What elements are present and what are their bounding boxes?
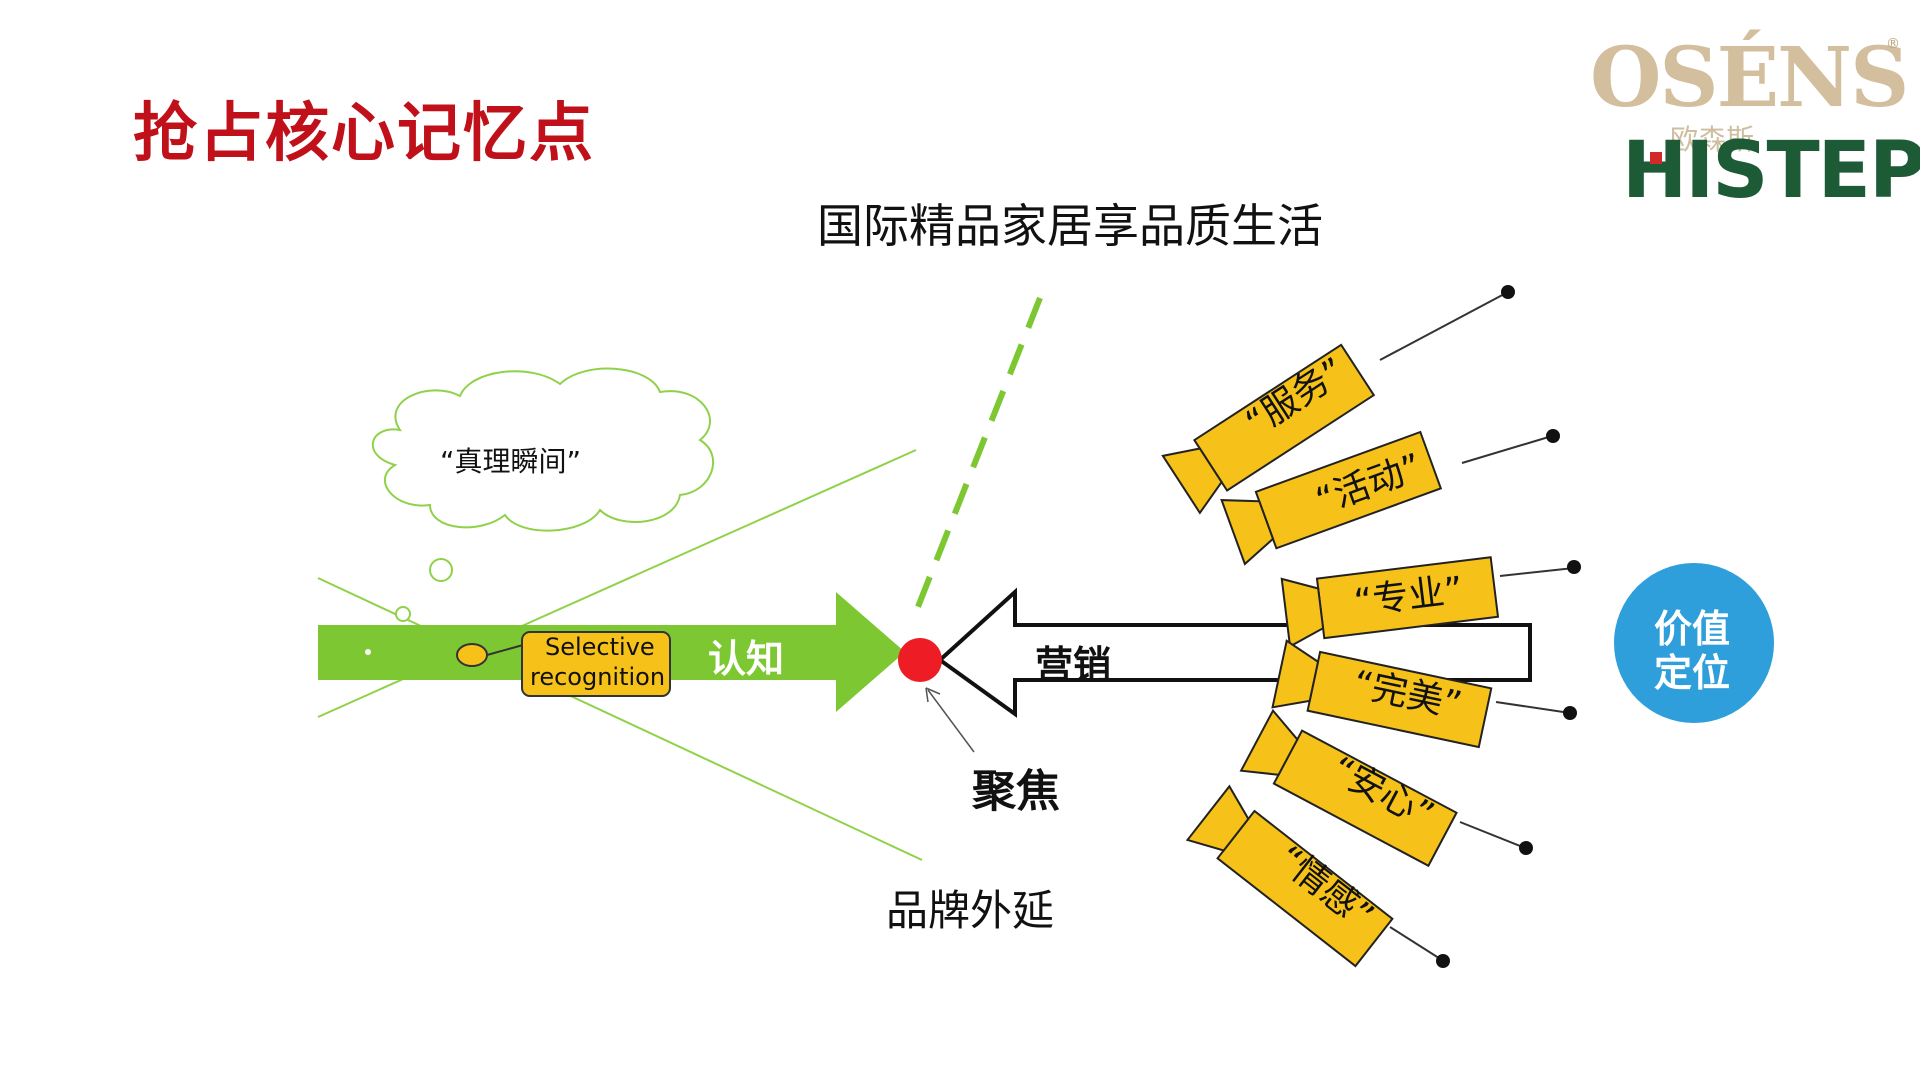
rocket-activity [1220,430,1443,566]
focus-red-dot [898,638,942,682]
brand-extension-label: 品牌外延 [886,886,1055,935]
focus-label: 聚焦 [972,766,1060,817]
thought-cloud [372,367,715,622]
top-label: 国际精品家居享品质生活 [817,199,1323,253]
thought-cloud-text: “真理瞬间” [440,445,582,478]
rocket-professional [1280,556,1500,648]
rocket-service [1161,343,1376,515]
focus-pointer-head [925,687,941,703]
logo-chinese: 欧森斯 [1670,123,1755,156]
rocket-emotion [1185,784,1394,968]
brand-logo: OSÉNS ® 欧森斯 HISTEP [1590,30,1920,216]
focus-pointer-line [927,689,975,753]
rocket-perfect [1271,639,1493,749]
logo-osens: OSÉNS [1590,30,1909,126]
logo-histep: HISTEP [1622,126,1920,216]
logo-red-square [1650,152,1662,164]
selective-recognition-line1: Selective [545,633,655,661]
arrow-small-dot [365,649,371,655]
page-title: 抢占核心记忆点 [133,97,595,171]
rocket-reassurance [1239,708,1458,868]
value-positioning-circle [1614,563,1774,723]
cognition-label: 认知 [708,637,785,681]
marketing-label: 营销 [1035,643,1112,687]
rocket-pins [1379,291,1575,961]
logo-registered-mark: ® [1886,36,1900,52]
dashed-green-line [909,296,1043,624]
value-positioning-line1: 价值 [1654,607,1731,651]
value-positioning-line2: 定位 [1654,651,1731,695]
selective-recognition-bubble [456,631,671,697]
rocket-pin-dots [1436,285,1581,968]
selective-recognition-line2: recognition [530,663,666,691]
